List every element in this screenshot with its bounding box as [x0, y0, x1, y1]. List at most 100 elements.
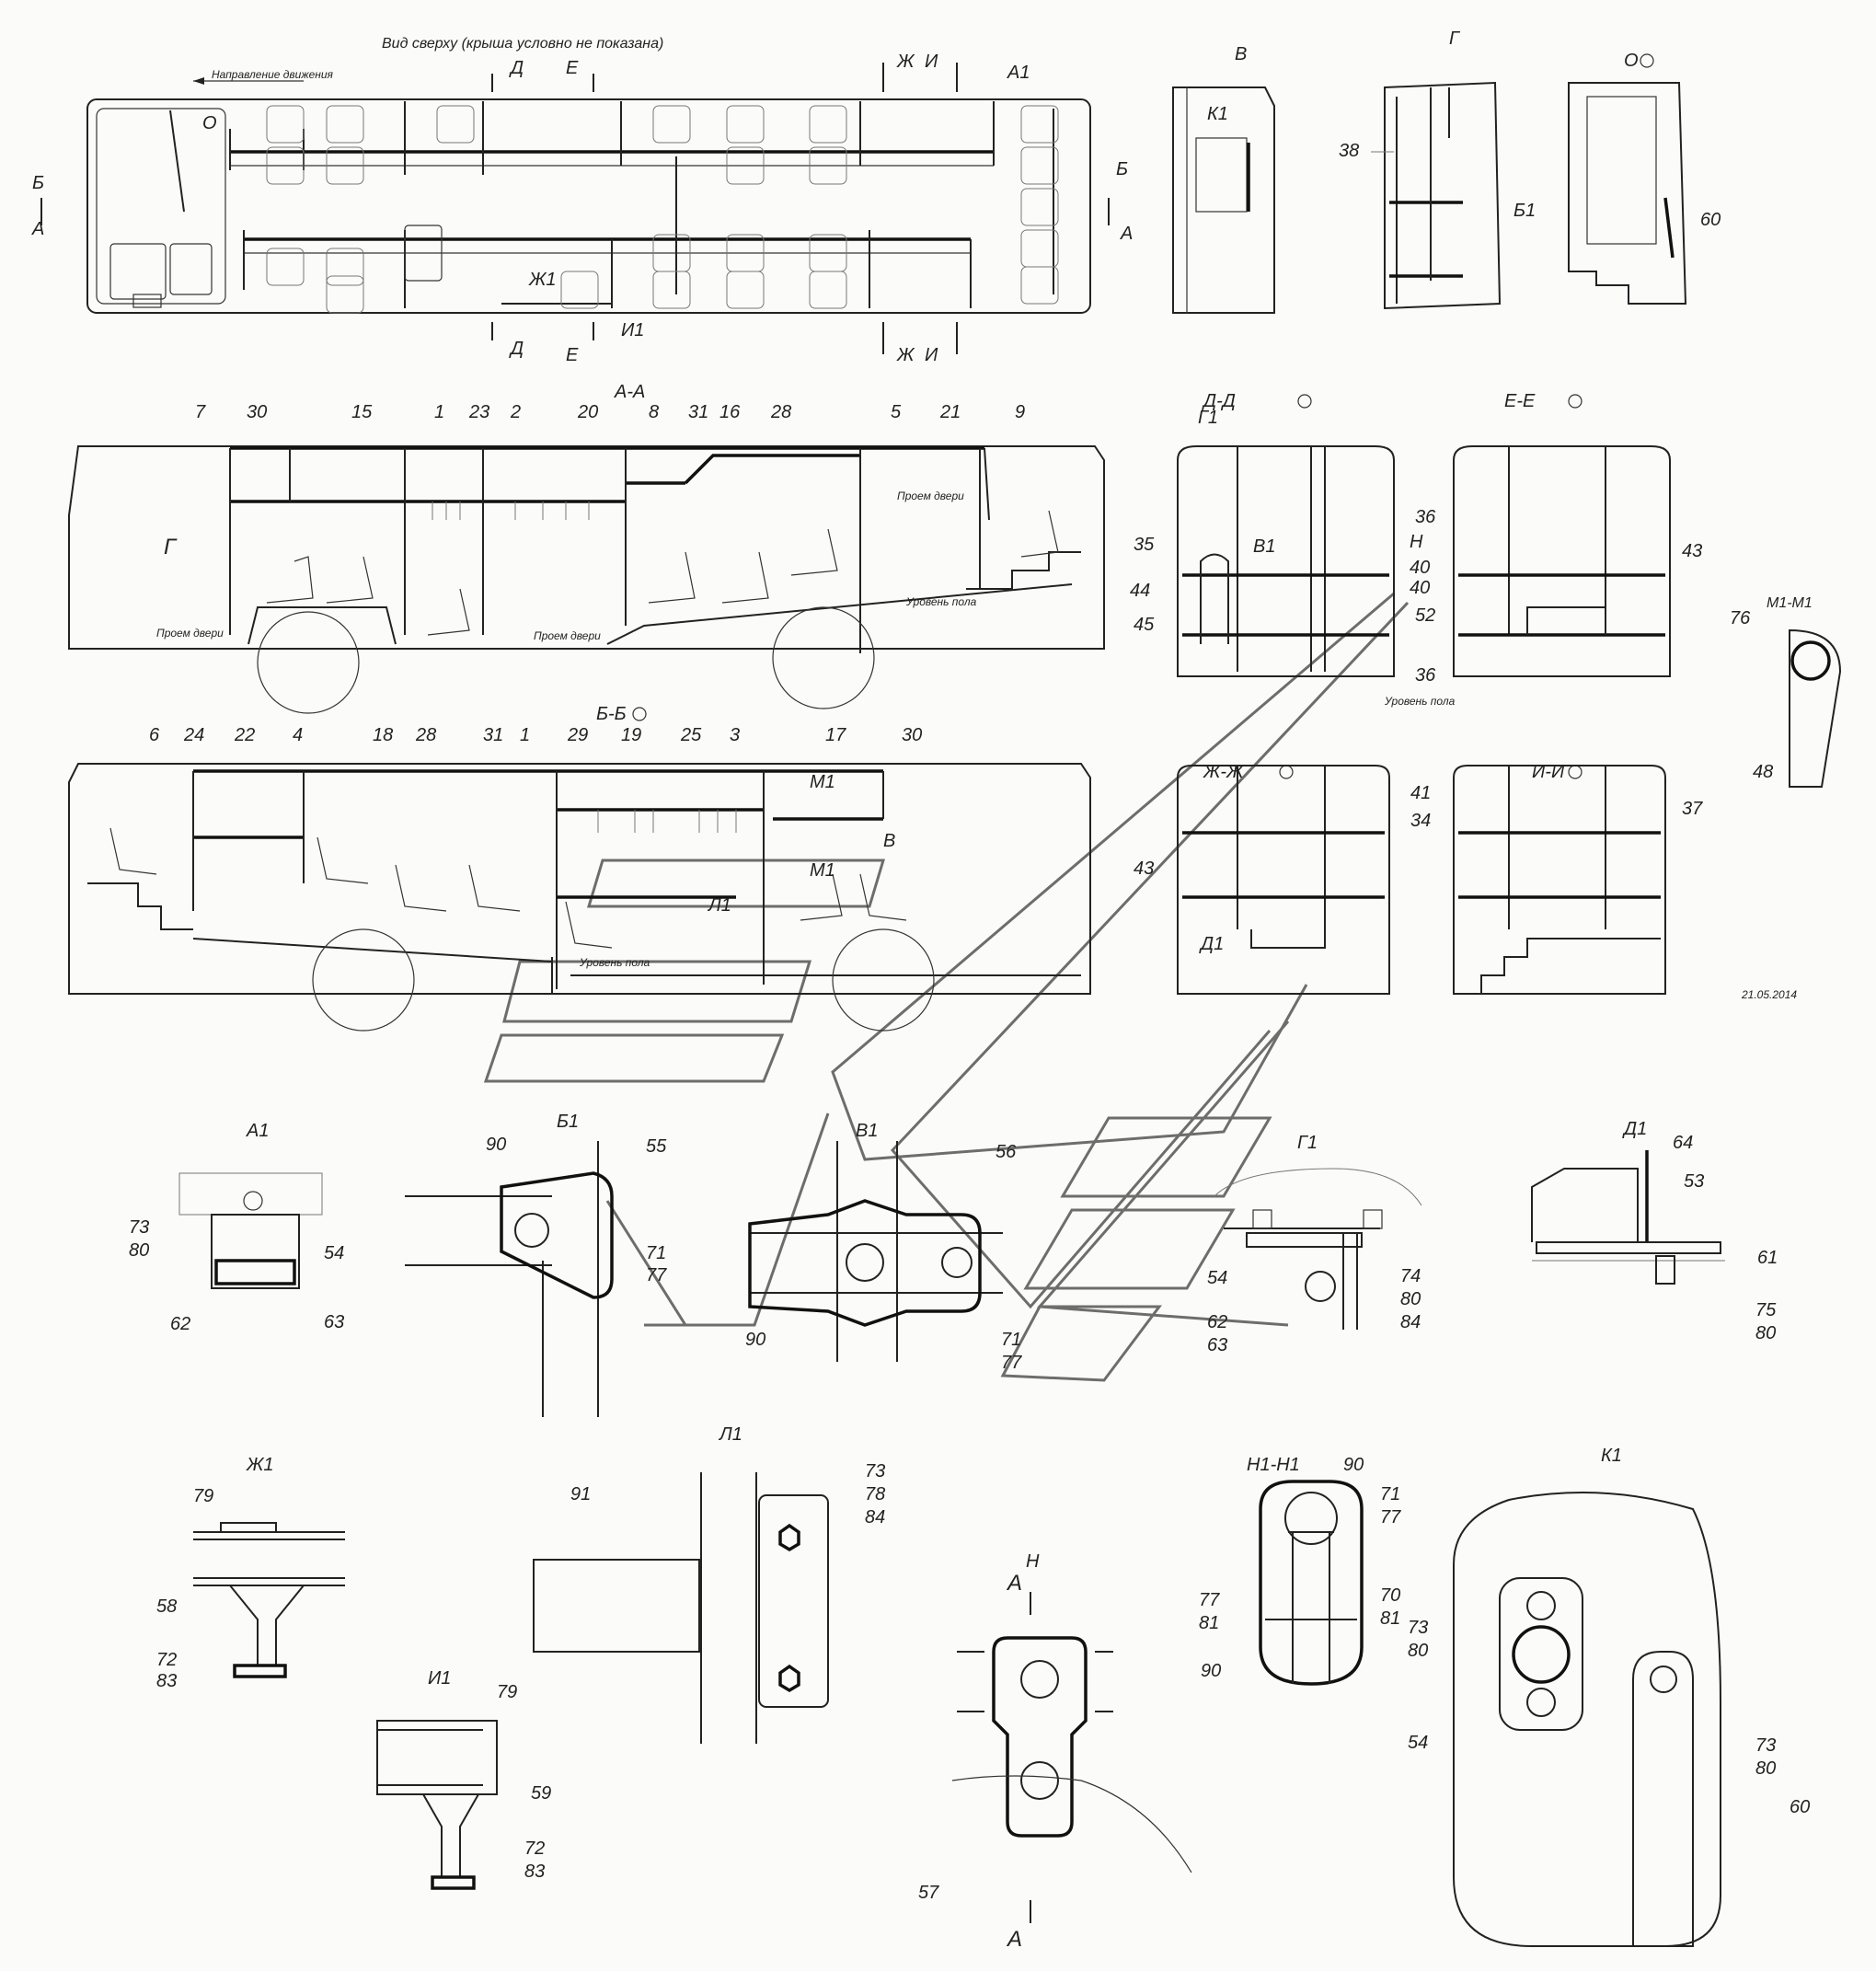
svg-text:17: 17	[825, 725, 846, 745]
svg-text:1: 1	[434, 402, 444, 422]
svg-text:М1: М1	[810, 860, 835, 881]
svg-text:Л1: Л1	[707, 895, 731, 916]
svg-text:91: 91	[570, 1484, 591, 1504]
mark-b-left: Б	[32, 173, 44, 193]
svg-text:36: 36	[1415, 665, 1436, 686]
svg-text:77: 77	[1199, 1590, 1220, 1610]
svg-text:77: 77	[1380, 1507, 1401, 1527]
svg-text:71: 71	[1001, 1330, 1021, 1350]
svg-text:80: 80	[1755, 1323, 1776, 1343]
svg-text:8: 8	[649, 402, 659, 422]
svg-text:74: 74	[1400, 1266, 1421, 1286]
svg-text:А1: А1	[246, 1121, 269, 1141]
mark-i-bottom: И	[925, 345, 938, 365]
svg-text:А: А	[1006, 1571, 1022, 1596]
svg-text:80: 80	[1755, 1758, 1776, 1779]
svg-text:84: 84	[865, 1507, 885, 1527]
svg-text:37: 37	[1682, 799, 1703, 819]
svg-text:80: 80	[1408, 1641, 1428, 1661]
svg-text:58: 58	[156, 1596, 177, 1617]
svg-text:78: 78	[865, 1484, 885, 1504]
svg-text:75: 75	[1755, 1300, 1777, 1320]
mark-d-top: Д	[509, 58, 524, 78]
svg-text:15: 15	[351, 402, 373, 422]
svg-text:79: 79	[497, 1682, 517, 1702]
svg-text:М1-М1: М1-М1	[1767, 595, 1813, 611]
svg-text:Б1: Б1	[557, 1112, 579, 1132]
svg-text:9: 9	[1015, 402, 1025, 422]
svg-text:30: 30	[902, 725, 922, 745]
svg-text:76: 76	[1730, 608, 1751, 628]
svg-text:Е-Е: Е-Е	[1504, 391, 1536, 411]
svg-text:21: 21	[939, 402, 961, 422]
mark-zh1: Ж1	[528, 270, 556, 290]
mark-zh-top: Ж	[896, 52, 915, 72]
detail-k1: К1 73 80 54 73 80 60	[1408, 1446, 1810, 1947]
svg-text:55: 55	[646, 1136, 667, 1157]
svg-text:54: 54	[1207, 1268, 1227, 1288]
svg-text:Проем двери: Проем двери	[156, 627, 224, 640]
detail-d1: Д1 64 53 61 75 80	[1531, 1119, 1778, 1343]
svg-text:И-И: И-И	[1532, 762, 1565, 782]
svg-text:72: 72	[156, 1650, 177, 1670]
svg-text:Г: Г	[164, 535, 178, 559]
svg-text:61: 61	[1757, 1248, 1778, 1268]
mark-e-top: Е	[566, 58, 579, 78]
svg-text:44: 44	[1130, 581, 1150, 601]
svg-text:56: 56	[996, 1142, 1017, 1162]
detail-a1: А1 73 80 54 62 63	[129, 1121, 344, 1334]
svg-text:81: 81	[1380, 1608, 1400, 1629]
section-ee: Е-Е 43	[1453, 391, 1702, 677]
svg-text:29: 29	[567, 725, 588, 745]
svg-text:Г: Г	[1449, 29, 1461, 49]
svg-text:22: 22	[234, 725, 255, 745]
svg-text:73: 73	[1408, 1618, 1428, 1638]
detail-b1: Б1 90 55 71 77	[405, 1112, 667, 1417]
svg-text:31: 31	[688, 402, 708, 422]
mark-zh-bottom: Ж	[896, 345, 915, 365]
svg-text:Ж1: Ж1	[246, 1455, 273, 1475]
section-bb: Б-Б Уровень пола М1 М1 В	[68, 704, 1091, 1032]
mark-a1: А1	[1007, 63, 1030, 83]
svg-text:70: 70	[1380, 1585, 1400, 1606]
svg-text:63: 63	[324, 1312, 344, 1332]
svg-text:Уровень пола: Уровень пола	[579, 956, 650, 969]
svg-text:43: 43	[1682, 541, 1702, 561]
svg-text:18: 18	[373, 725, 393, 745]
svg-text:80: 80	[129, 1240, 149, 1261]
svg-text:Г1: Г1	[1297, 1133, 1318, 1153]
direction-label: Направление движения	[212, 68, 334, 81]
svg-text:90: 90	[745, 1330, 765, 1350]
svg-text:В1: В1	[856, 1121, 878, 1141]
svg-text:34: 34	[1410, 811, 1431, 831]
svg-text:54: 54	[1408, 1733, 1428, 1753]
svg-text:В1: В1	[1253, 536, 1275, 557]
svg-text:28: 28	[770, 402, 791, 422]
top-view: Вид сверху (крыша условно не показана) Н…	[31, 36, 1133, 365]
mark-d-bottom: Д	[509, 339, 524, 359]
svg-text:Л1: Л1	[718, 1424, 742, 1445]
svg-text:16: 16	[719, 402, 741, 422]
svg-text:В: В	[1235, 44, 1247, 64]
svg-text:4: 4	[293, 725, 303, 745]
svg-text:45: 45	[1134, 615, 1155, 635]
svg-text:А: А	[1006, 1927, 1022, 1952]
svg-text:К1: К1	[1207, 104, 1228, 124]
svg-text:57: 57	[918, 1883, 939, 1903]
svg-text:62: 62	[1207, 1312, 1227, 1332]
svg-text:7: 7	[195, 402, 206, 422]
detail-nn: Н1-Н1 90 71 77 77 81 70 81 90	[1199, 1455, 1401, 1686]
svg-text:В: В	[883, 831, 895, 851]
svg-text:Уровень пола: Уровень пола	[1384, 695, 1456, 708]
svg-text:71: 71	[646, 1243, 666, 1263]
svg-text:Проем двери: Проем двери	[534, 629, 601, 642]
svg-text:20: 20	[577, 402, 598, 422]
mark-b-right: Б	[1116, 159, 1128, 179]
svg-text:60: 60	[1790, 1797, 1810, 1817]
section-ii: И-И 37	[1453, 762, 1703, 995]
svg-text:36: 36	[1415, 507, 1436, 527]
svg-text:Н: Н	[1410, 532, 1423, 552]
svg-text:83: 83	[156, 1671, 177, 1691]
date-stamp: 21.05.2014	[1741, 988, 1797, 1001]
